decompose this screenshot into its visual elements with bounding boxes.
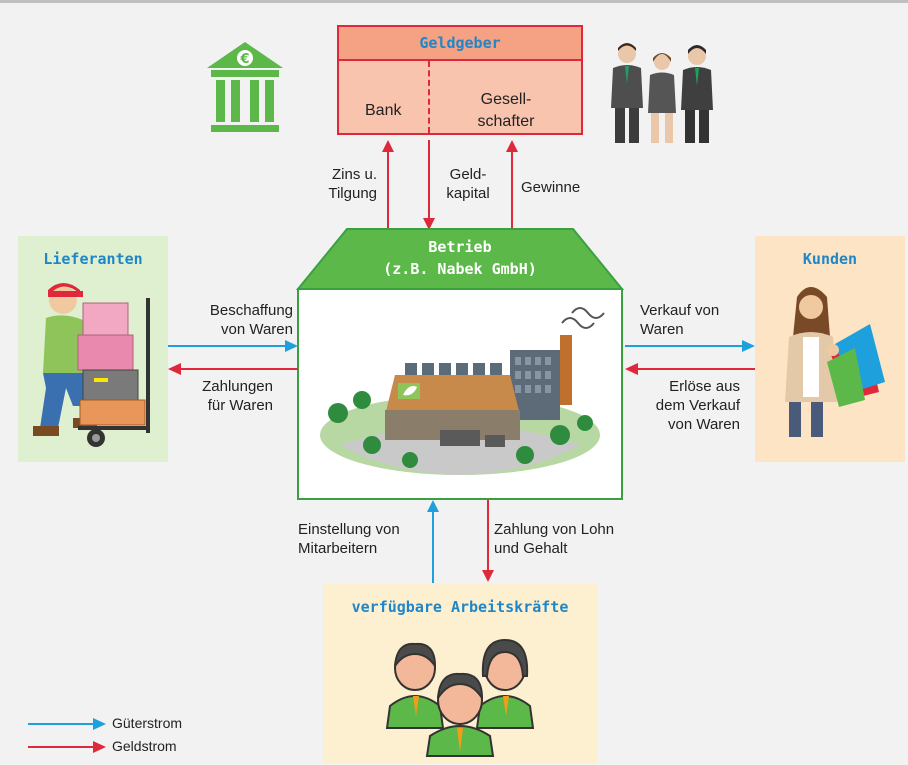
gesellschafter-label: Gesell-schafter [477,91,535,130]
arrow-einstellung [427,500,439,584]
betrieb-title: Betrieb(z.B. Nabek GmbH) [383,238,537,278]
geldkapital-label: Geld-kapital [446,166,490,202]
zins-tilgung-label: Zins u.Tilgung [328,166,377,202]
arrow-gewinne [506,140,518,230]
workers-group-icon [385,638,535,757]
arrow-zahlungen [168,363,298,375]
factory-icon [320,307,605,475]
business-people-icon [611,43,713,143]
shopping-woman-icon [785,287,885,437]
top-rule [0,0,908,3]
geldgeber-divider [428,61,430,133]
bank-euro-icon: € [207,42,283,132]
geldgeber-title: Geldgeber [339,27,581,60]
svg-text:€: € [239,52,249,67]
arrow-beschaffung [168,340,298,352]
arbeitskraefte-title: verfügbare Arbeitskräfte [351,598,569,616]
arrow-verkauf [625,340,755,352]
arrow-lohn [482,500,494,582]
geldgeber-rule [339,59,581,61]
delivery-man-icon [33,283,150,447]
gewinne-label: Gewinne [521,179,581,196]
legend-gueterstrom-arrow [28,718,106,730]
legend-gueterstrom: Güterstrom [112,715,183,731]
bank-label: Bank [365,102,402,119]
legend-geldstrom: Geldstrom [112,738,177,754]
lieferanten-title: Lieferanten [43,250,143,268]
legend-geldstrom-arrow [28,741,106,753]
kunden-title: Kunden [802,250,858,268]
arrow-erloese [625,363,755,375]
arrow-geldkapital [423,140,435,230]
arrow-zins-tilgung [382,140,394,230]
